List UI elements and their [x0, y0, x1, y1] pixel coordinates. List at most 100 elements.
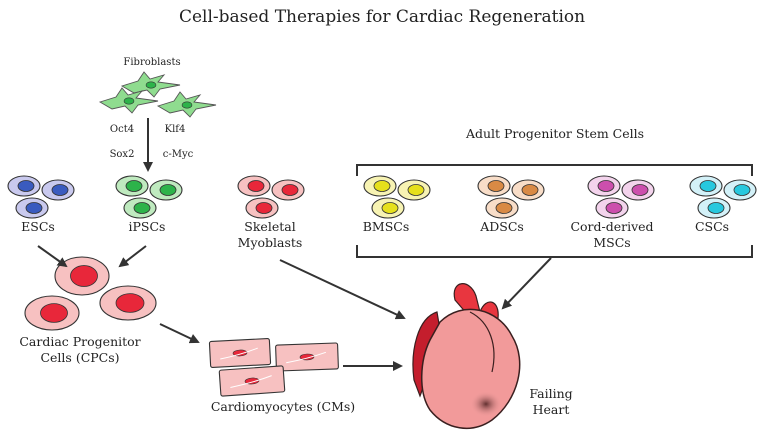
- myoblast-cell-2-nucleus: [281, 184, 299, 196]
- fibroblast-2: [98, 87, 159, 114]
- myoblast-label-line2: Myoblasts: [238, 235, 303, 250]
- adult-cell-4-3: [697, 197, 731, 219]
- adsc-label: ADSCs: [479, 219, 524, 234]
- cpc-cell-1-nucleus: [70, 265, 98, 287]
- ipsc-cell-1: [115, 175, 149, 197]
- heart-label-line2: Heart: [533, 402, 570, 417]
- esc-cell-2: [41, 179, 75, 201]
- adult-cell-2-1: [477, 175, 511, 197]
- ipsc-cell-2: [149, 179, 183, 201]
- factor-cmyc-label: c-Myc: [163, 149, 194, 160]
- heart-body: [421, 308, 521, 429]
- arrow-adult-to-heart: [501, 257, 552, 310]
- adult-cell-1-3-nucleus: [381, 202, 399, 214]
- adult-bracket-top: [356, 164, 753, 176]
- myoblast-cell-1: [237, 175, 271, 197]
- esc-label: ESCs: [21, 219, 55, 234]
- arrow-ipsc-to-cpc: [118, 245, 147, 268]
- arrow-myoblast-to-heart: [279, 259, 406, 320]
- adult-progenitor-title: Adult Progenitor Stem Cells: [465, 126, 644, 141]
- adult-cell-1-1-nucleus: [373, 180, 391, 192]
- heart-damage-scar: [470, 391, 502, 417]
- adult-cell-4-1-nucleus: [699, 180, 717, 192]
- cpc-label-line2: Cells (CPCs): [40, 350, 119, 365]
- fibroblasts-label: Fibroblasts: [123, 57, 180, 68]
- cord-msc-label-line2: MSCs: [593, 235, 630, 250]
- cm-cell-1: [208, 337, 272, 369]
- cpc-cell-1: [54, 256, 110, 296]
- adult-bracket-bottom: [356, 245, 753, 258]
- fibroblast-3-nucleus: [181, 101, 193, 109]
- adult-cell-2-2: [511, 179, 545, 201]
- adult-cell-3-3-nucleus: [605, 202, 623, 214]
- fibroblast-1-nucleus: [145, 81, 157, 89]
- ipsc-cell-3: [123, 197, 157, 219]
- skeletal-myoblast-cells: [237, 175, 305, 219]
- arrow-esc-to-cpc: [37, 245, 68, 268]
- factor-oct4-label: Oct4: [110, 124, 134, 135]
- fibroblast-cells: [98, 71, 217, 118]
- adult-cell-1-2: [397, 179, 431, 201]
- factor-sox2-label: Sox2: [110, 149, 135, 160]
- adult-cell-3-3: [595, 197, 629, 219]
- ipsc-cell-2-nucleus: [159, 184, 177, 196]
- csc-label: CSCs: [695, 219, 729, 234]
- adult-cell-4-3-nucleus: [707, 202, 725, 214]
- esc-cell-3: [15, 197, 49, 219]
- cm-cell-2: [275, 342, 339, 372]
- myoblast-cell-3: [245, 197, 279, 219]
- cm-label: Cardiomyocytes (CMs): [211, 399, 355, 414]
- fibroblast-1: [120, 71, 181, 98]
- adult-cell-3-1-nucleus: [597, 180, 615, 192]
- esc-cell-1-nucleus: [17, 180, 35, 192]
- adult-cell-4-2-nucleus: [733, 184, 751, 196]
- adult-cell-1-2-nucleus: [407, 184, 425, 196]
- ipsc-cell-3-nucleus: [133, 202, 151, 214]
- adult-cell-2-3: [485, 197, 519, 219]
- esc-cell-3-nucleus: [25, 202, 43, 214]
- diagram-title: Cell-based Therapies for Cardiac Regener…: [179, 7, 585, 27]
- cpc-label-line1: Cardiac Progenitor: [19, 334, 140, 349]
- fibroblast-3: [156, 91, 217, 118]
- myoblast-label-line1: Skeletal: [244, 219, 295, 234]
- adult-progenitor-cells: [363, 175, 757, 219]
- adult-cell-2-3-nucleus: [495, 202, 513, 214]
- ipsc-cell-1-nucleus: [125, 180, 143, 192]
- adult-cell-1-1: [363, 175, 397, 197]
- adult-cell-4-1: [689, 175, 723, 197]
- adult-cell-2-2-nucleus: [521, 184, 539, 196]
- cm-cell-3: [218, 365, 286, 397]
- cpc-cell-3-nucleus: [115, 293, 145, 313]
- adult-cell-3-1: [587, 175, 621, 197]
- arrow-cpc-to-cm: [159, 323, 200, 344]
- heart-vessel-line: [469, 311, 495, 373]
- cm-cell-1-striation: [220, 347, 258, 360]
- adult-cell-2-1-nucleus: [487, 180, 505, 192]
- heart-label-line1: Failing: [529, 386, 572, 401]
- cm-cell-3-striation: [230, 375, 272, 389]
- cpc-cells: [24, 256, 157, 331]
- ipsc-label: iPSCs: [129, 219, 166, 234]
- adult-cell-3-2-nucleus: [631, 184, 649, 196]
- ipsc-cells: [115, 175, 183, 219]
- cpc-cell-3: [99, 285, 157, 321]
- cm-cell-2-striation: [286, 351, 327, 364]
- myoblast-cell-2: [271, 179, 305, 201]
- adult-cell-4-2: [723, 179, 757, 201]
- cpc-cell-2: [24, 295, 80, 331]
- cardiomyocyte-cells: [208, 337, 339, 397]
- esc-cell-1: [7, 175, 41, 197]
- adult-cell-1-3: [371, 197, 405, 219]
- myoblast-cell-3-nucleus: [255, 202, 273, 214]
- fibroblast-2-nucleus: [123, 97, 135, 105]
- failing-heart: [412, 283, 521, 429]
- adult-cell-3-2: [621, 179, 655, 201]
- cpc-cell-2-nucleus: [40, 303, 68, 323]
- esc-cells: [7, 175, 75, 219]
- esc-cell-2-nucleus: [51, 184, 69, 196]
- cord-msc-label-line1: Cord-derived: [570, 219, 653, 234]
- cm-cell-2-nucleus: [299, 353, 315, 361]
- bmsc-label: BMSCs: [363, 219, 410, 234]
